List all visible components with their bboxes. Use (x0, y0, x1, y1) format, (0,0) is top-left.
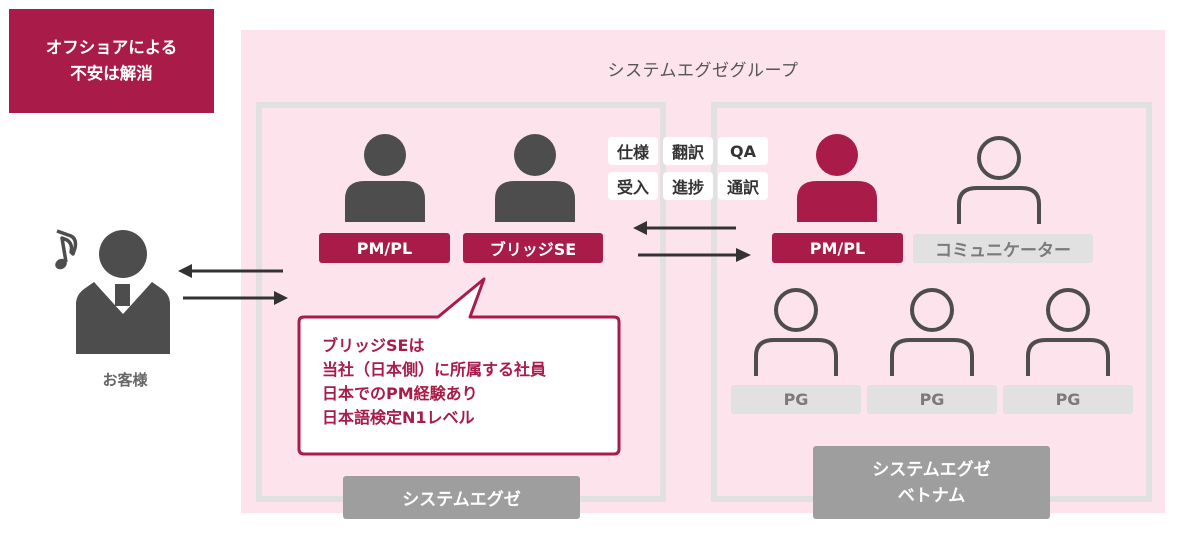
task-tag: 仕様 (608, 137, 658, 165)
right-company-name-line-2: ベトナム (897, 485, 966, 506)
pg-person-icon (890, 288, 974, 376)
arrow-to-left-company (633, 221, 736, 235)
vn-pm-pl-label: PM/PL (772, 233, 903, 263)
vn-pm-pl-person-icon (797, 134, 877, 222)
customer-person-icon (76, 230, 170, 354)
note-line: 当社（日本側）に所属する社員 (322, 360, 547, 379)
group-title: システムエグゼグループ (607, 61, 799, 81)
left-company-name: システムエグゼ (343, 476, 580, 519)
bridge-se-note-text: ブリッジSEは 当社（日本側）に所属する社員 日本でのPM経験あり 日本語検定N… (322, 334, 546, 430)
note-line: 日本でのPM経験あり (322, 384, 478, 403)
task-tag: 翻訳 (663, 137, 713, 165)
right-company-name: システムエグゼ ベトナム (813, 446, 1050, 519)
note-line: ブリッジSEは (322, 336, 425, 355)
communicator-label: コミュニケーター (913, 234, 1093, 263)
pm-pl-person-icon (345, 134, 425, 222)
left-pm-pl-label: PM/PL (319, 233, 450, 263)
customer-label: お客様 (102, 371, 148, 389)
bridge-se-note-bubble (297, 277, 621, 456)
music-note-icon (55, 229, 78, 270)
bridge-se-label: ブリッジSE (463, 233, 603, 263)
task-tag: 進捗 (663, 172, 713, 200)
headline-line-1: オフショアによる (45, 38, 178, 57)
pg-person-icon (754, 288, 838, 376)
task-tag: 通訳 (718, 172, 768, 200)
pg-label: PG (1003, 385, 1133, 414)
arrow-to-right-company (638, 248, 751, 262)
headline-line-2: 不安は解消 (70, 64, 153, 83)
communicator-person-icon (957, 136, 1041, 224)
right-company-name-line-1: システムエグゼ (872, 459, 991, 480)
pg-label: PG (731, 385, 861, 414)
bridge-se-person-icon (495, 134, 575, 222)
arrow-to-customer (178, 264, 283, 278)
task-tag: 受入 (608, 172, 658, 200)
pg-label: PG (867, 385, 997, 414)
note-line: 日本語検定N1レベル (322, 408, 475, 427)
arrow-to-company (183, 291, 288, 305)
task-tag: QA (718, 137, 768, 165)
pg-person-icon (1026, 288, 1110, 376)
headline-badge: オフショアによる 不安は解消 (9, 9, 214, 113)
